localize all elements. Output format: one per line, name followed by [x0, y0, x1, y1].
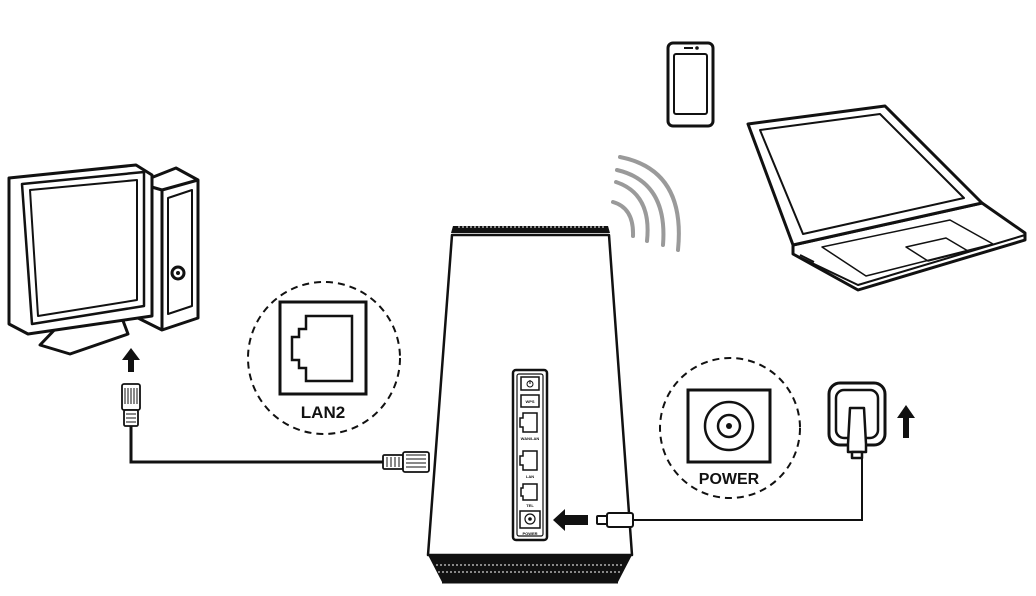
ethernet-port-icon	[290, 314, 354, 383]
lan-port-callout: LAN2	[247, 281, 401, 435]
desktop-computer-icon	[7, 163, 200, 356]
wps-label: WPS	[525, 399, 534, 404]
ethernet-plug-icon	[121, 383, 141, 427]
arrow-icon	[553, 509, 588, 531]
laptop-icon	[746, 104, 1027, 292]
lan-label: LAN2	[301, 403, 345, 422]
lan-port-label: LAN	[526, 474, 534, 479]
arrow-icon	[897, 405, 915, 438]
power-port-callout: POWER	[659, 357, 801, 499]
wifi-signal-icon	[611, 155, 681, 252]
tel-label: TEL	[526, 503, 534, 508]
ethernet-cable	[129, 426, 383, 464]
arrow-icon	[122, 348, 140, 372]
router-icon: WPS WAN/LAN LAN TEL POWER	[426, 226, 634, 584]
power-plug-icon	[596, 512, 634, 528]
power-label: POWER	[699, 471, 760, 488]
ethernet-plug-icon	[382, 451, 430, 473]
wan-lan-label: WAN/LAN	[521, 436, 540, 441]
power-port-label: POWER	[522, 531, 537, 536]
smartphone-icon	[666, 41, 715, 128]
power-button-icon	[526, 380, 534, 388]
power-cable	[633, 458, 863, 521]
power-adapter-icon	[846, 406, 868, 460]
